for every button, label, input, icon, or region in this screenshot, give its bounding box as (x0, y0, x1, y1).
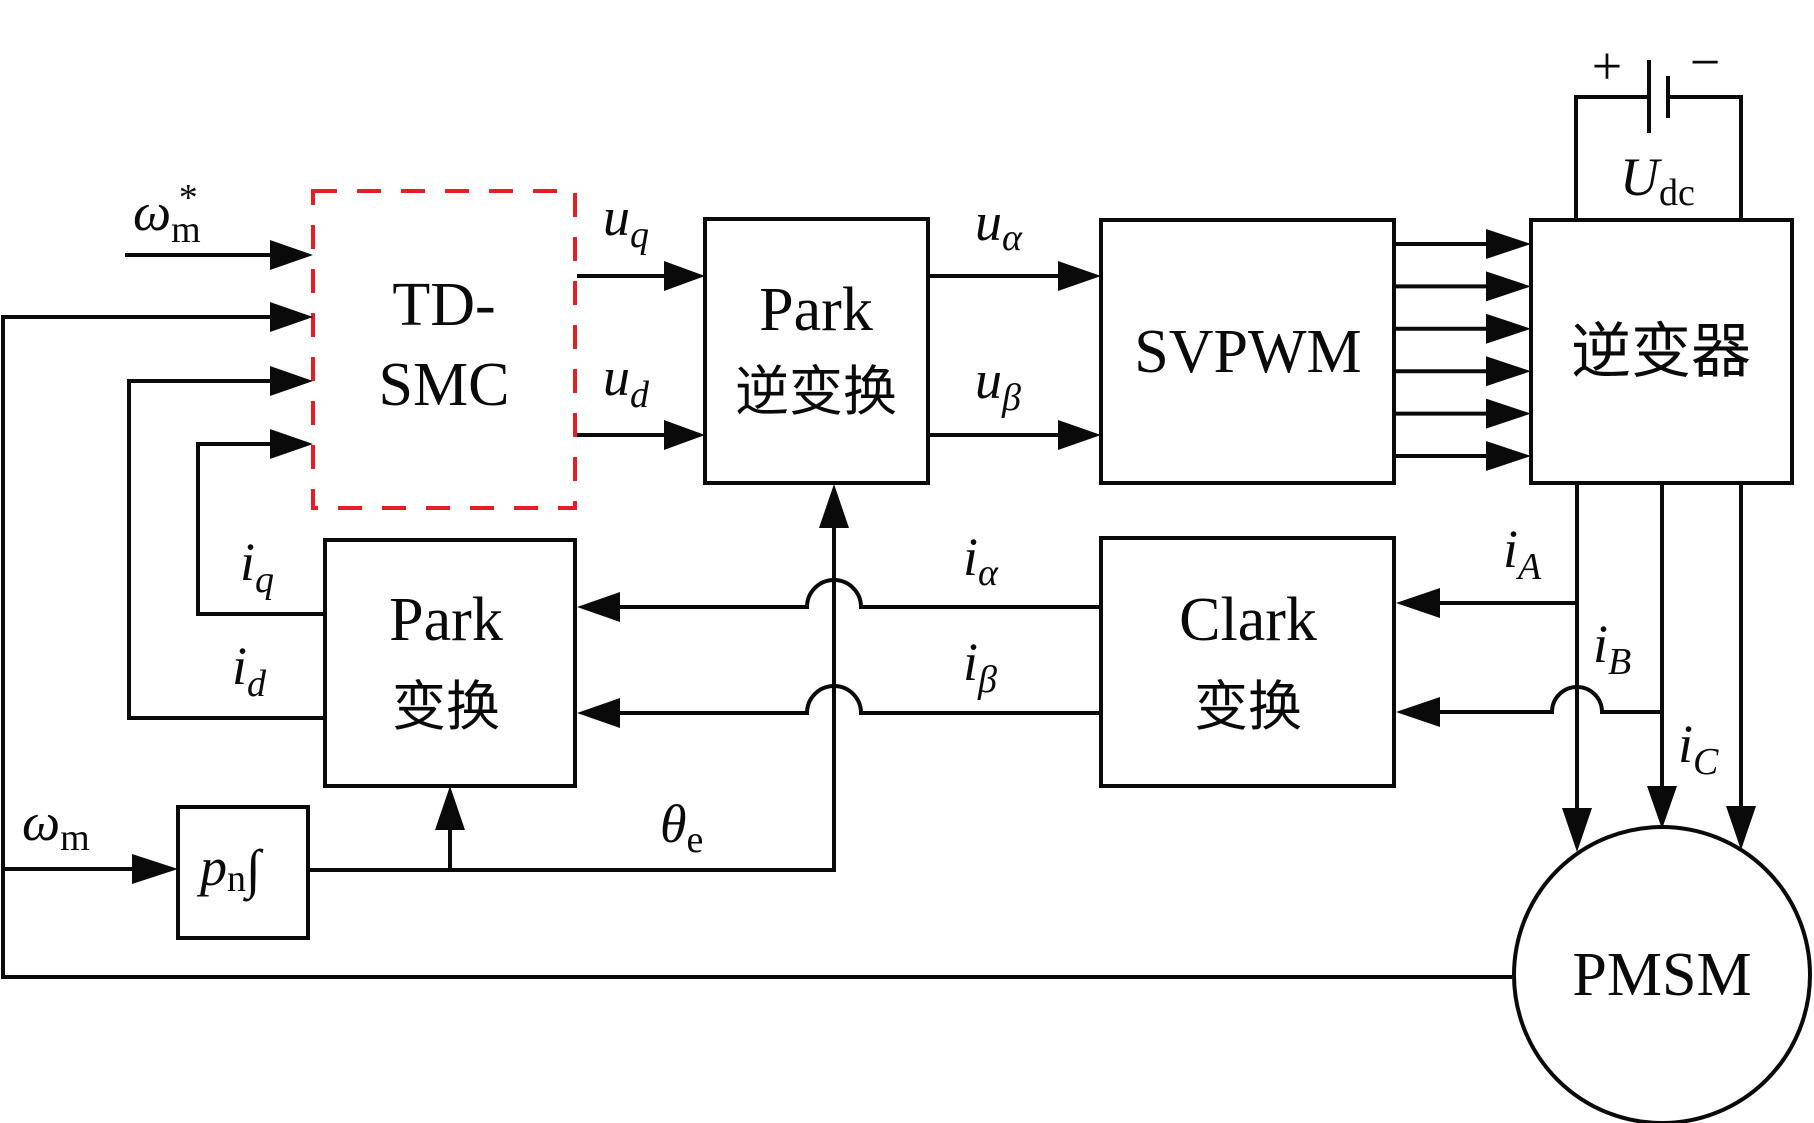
park-block (323, 538, 577, 788)
park-inverse-label-1: Park (759, 276, 873, 344)
pwm-channel-arrow (1394, 313, 1531, 344)
inverter-label: 逆变器 (1571, 317, 1751, 387)
td-smc-label-2: SMC (379, 351, 510, 419)
ib-label: iB (1593, 614, 1631, 683)
ialpha-label: iα (963, 527, 999, 594)
td-smc-label-1: TD- (392, 271, 495, 339)
pwm-channel-arrow (1394, 229, 1531, 259)
id-feedback-wire (127, 366, 325, 720)
ud-wire (577, 420, 705, 450)
clark-block (1099, 536, 1396, 788)
ialpha-wire (577, 578, 1101, 622)
phase-b-wire (1647, 483, 1677, 829)
pmsm-label: PMSM (1572, 941, 1751, 1009)
udc-label: Udc (1620, 147, 1695, 214)
park-inverse-label-2: 逆变换 (735, 360, 897, 423)
ic-label: iC (1678, 714, 1719, 783)
ibeta-label: iβ (963, 632, 997, 701)
uq-wire (577, 261, 705, 291)
ia-wire (1396, 588, 1577, 618)
park-label-1: Park (389, 586, 503, 654)
ualpha-label: uα (975, 192, 1023, 259)
dc-source (1574, 60, 1743, 220)
clark-label-2: 变换 (1194, 675, 1302, 738)
phase-a-wire (1562, 483, 1592, 852)
svpwm-label: SVPWM (1134, 318, 1361, 386)
integrator-label: pn∫ (196, 837, 264, 902)
pwm-channel-arrow (1394, 271, 1531, 302)
battery-plus-sign: + (1592, 36, 1622, 96)
ubeta-wire (928, 420, 1101, 450)
park-label-2: 变换 (392, 675, 500, 738)
ibeta-wire (577, 684, 1101, 728)
phase-c-wire (1726, 483, 1756, 850)
omega-ref-input (125, 240, 313, 270)
ubeta-label: uβ (975, 350, 1021, 419)
pmsm-motor (1512, 825, 1812, 1123)
theta-wire (308, 484, 849, 872)
iq-label: iq (240, 532, 274, 601)
pwm-channel-arrow (1394, 398, 1531, 429)
omega-input-wire (3, 854, 178, 884)
ualpha-wire (928, 261, 1101, 291)
park-inverse-block (703, 217, 930, 485)
td-smc-block (311, 189, 577, 510)
inverter-block (1529, 218, 1794, 485)
clark-label-1: Clark (1179, 586, 1317, 654)
id-label: id (232, 636, 267, 705)
omega-label: ωm (22, 792, 90, 859)
battery-minus-sign: − (1690, 32, 1720, 92)
theta-label: θe (660, 794, 703, 861)
iq-feedback-wire (196, 429, 325, 616)
pwm-channel-arrow (1394, 356, 1531, 387)
pwm-channels (1394, 229, 1531, 471)
svpwm-block (1099, 218, 1396, 485)
ib-wire (1396, 685, 1662, 727)
ud-label: ud (603, 347, 650, 416)
uq-label: uq (603, 187, 649, 256)
ia-label: iA (1503, 519, 1542, 588)
omega-feedback-wire (1, 302, 1512, 979)
omega-ref-label: ωm* (133, 177, 201, 251)
pwm-channel-arrow (1394, 441, 1531, 471)
integrator-block (176, 805, 310, 940)
